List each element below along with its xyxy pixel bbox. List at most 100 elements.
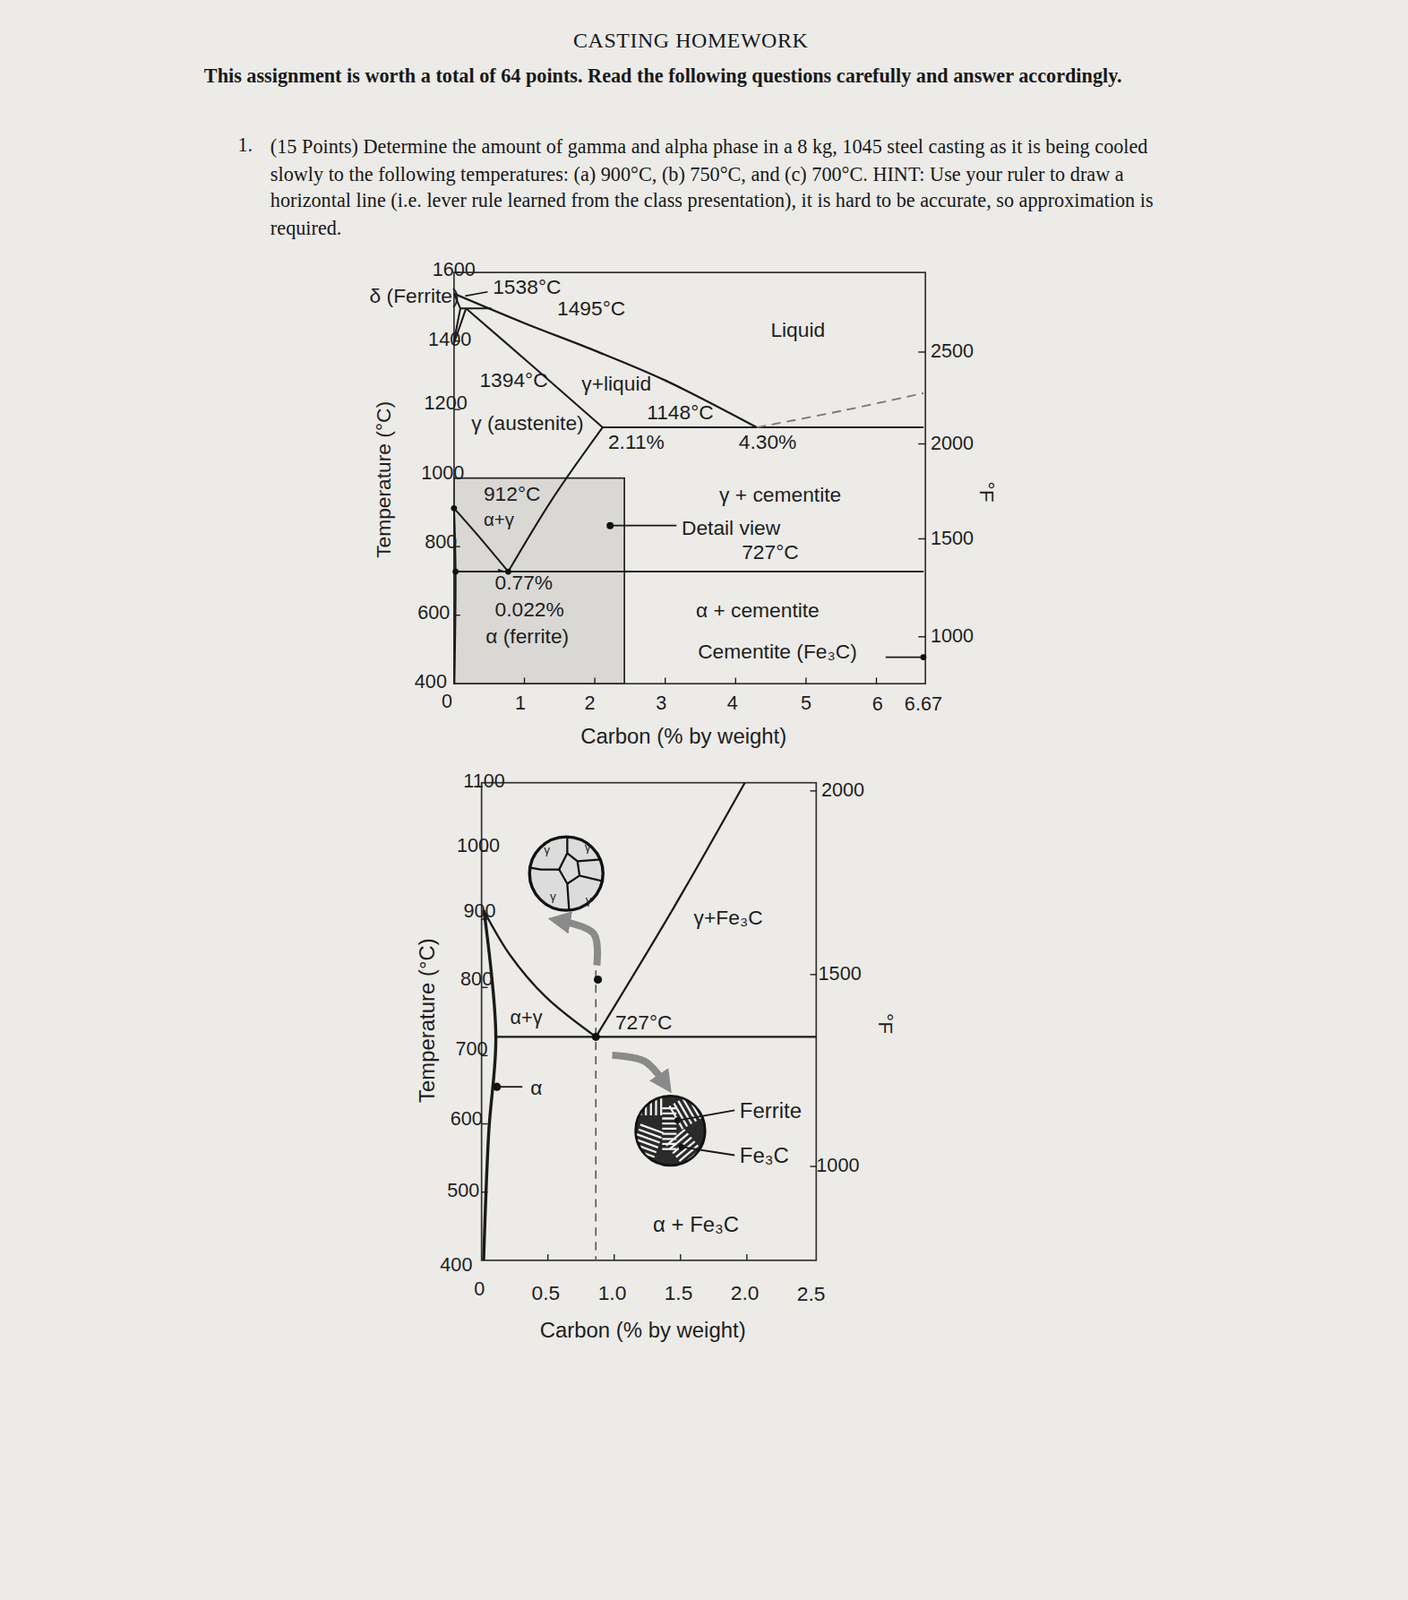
tick xyxy=(805,677,807,684)
tick xyxy=(918,351,926,352)
lamella xyxy=(629,1153,653,1162)
composition-label: 0.022% xyxy=(494,598,564,621)
axis-tick: 1100 xyxy=(463,771,506,793)
lamella xyxy=(661,1127,677,1130)
lamella xyxy=(686,1095,701,1119)
axis-unit: °F xyxy=(975,481,998,503)
axis-title: Temperature (°C) xyxy=(414,937,438,1103)
tick xyxy=(918,635,926,637)
composition-label: 0.77% xyxy=(494,571,553,594)
lamella xyxy=(692,1160,712,1177)
phase-name: Liquid xyxy=(770,317,825,341)
lamella xyxy=(661,1112,677,1115)
plot-frame xyxy=(454,272,926,684)
axis-tick: 2500 xyxy=(930,341,974,363)
axis-tick: 2.0 xyxy=(730,1281,760,1305)
axis-tick: 1000 xyxy=(930,626,974,648)
axis-tick: 3 xyxy=(655,693,667,715)
tick xyxy=(679,1253,681,1261)
tick xyxy=(918,443,926,445)
grain-label: γ xyxy=(543,842,550,857)
lamella xyxy=(691,1092,705,1117)
lamella xyxy=(661,1122,677,1125)
tick xyxy=(809,973,816,975)
question-number: 1. xyxy=(237,133,253,155)
lamella xyxy=(631,1148,655,1157)
lamella xyxy=(686,1152,705,1169)
grain-boundary xyxy=(577,858,605,861)
temperature-label: 1394°C xyxy=(479,368,548,391)
lamella xyxy=(633,1143,657,1152)
lamella xyxy=(661,1148,677,1151)
axis-tick: 2 xyxy=(583,693,595,715)
leader-line xyxy=(677,1109,735,1120)
microstructure-label: Ferrite xyxy=(739,1098,802,1122)
composition-label: 2.11% xyxy=(608,430,665,454)
temperature-label: 912°C xyxy=(483,482,541,506)
axis-tick: 1000 xyxy=(815,1155,859,1177)
axis-tick: 1600 xyxy=(432,259,476,282)
callout-label: Detail view xyxy=(681,515,781,539)
axis-tick: 600 xyxy=(450,1108,483,1131)
axis-title: Temperature (°C) xyxy=(372,401,395,559)
tick xyxy=(593,677,595,684)
tick xyxy=(613,1253,615,1261)
axis-title: Carbon (% by weight) xyxy=(540,1317,747,1341)
axis-tick: 900 xyxy=(463,900,497,922)
axis-tick: 500 xyxy=(446,1179,480,1202)
tick xyxy=(547,1253,549,1261)
axis-tick: 1200 xyxy=(424,393,468,415)
tick xyxy=(875,677,877,684)
phase-name: α + Fe₃C xyxy=(652,1212,739,1237)
lamella xyxy=(639,1088,642,1116)
phase-name: γ+liquid xyxy=(581,372,652,395)
lamella xyxy=(627,1158,652,1167)
lamella xyxy=(635,1088,637,1116)
temperature-label: 1495°C xyxy=(557,296,626,319)
axis-tick: 400 xyxy=(414,671,447,694)
eutectoid-line xyxy=(496,1035,817,1038)
phase-name: γ+Fe₃C xyxy=(694,906,764,929)
microstructure-label: Fe₃C xyxy=(739,1142,790,1167)
leader-line xyxy=(885,656,922,659)
grain-boundary xyxy=(528,834,567,870)
phase-name: α xyxy=(530,1076,542,1099)
point-marker xyxy=(450,505,457,512)
lamella xyxy=(661,1107,677,1109)
axis-tick: 0 xyxy=(441,691,453,713)
tick xyxy=(735,677,737,684)
question-text: (15 Points) Determine the amount of gamm… xyxy=(270,133,1185,242)
lamella xyxy=(624,1088,627,1116)
tick xyxy=(664,677,666,684)
lamella xyxy=(618,1088,621,1116)
solidus xyxy=(465,308,602,428)
temperature-label: 1148°C xyxy=(646,401,714,424)
leader-line xyxy=(681,1146,735,1155)
axis-tick: 0.5 xyxy=(532,1281,561,1305)
temperature-label: 727°C xyxy=(615,1011,673,1034)
grain-boundary xyxy=(558,869,569,914)
temperature-label: 1538°C xyxy=(492,275,561,299)
lamella xyxy=(661,1132,677,1134)
axis-tick: 600 xyxy=(417,602,450,625)
temperature-label: 727°C xyxy=(741,540,799,564)
lamella xyxy=(654,1088,657,1116)
phase-name: α + cementite xyxy=(695,599,820,622)
point-marker xyxy=(592,1032,601,1041)
phase-name: δ (Ferrite) xyxy=(369,284,460,308)
lamella xyxy=(626,1162,650,1171)
leader-line xyxy=(609,524,677,527)
leader-line xyxy=(497,569,505,572)
axis-tick: 1500 xyxy=(818,963,862,986)
composition-label: 4.30% xyxy=(738,430,798,454)
axis-tick: 1.0 xyxy=(598,1281,627,1305)
lamella xyxy=(661,1116,677,1119)
axis-tick: 400 xyxy=(439,1254,473,1277)
lamella xyxy=(660,1088,662,1116)
grain-label: γ xyxy=(585,892,593,907)
axis-tick: 700 xyxy=(455,1038,488,1061)
phase-name: α (ferrite) xyxy=(485,624,569,647)
axis-tick: 1500 xyxy=(930,528,974,550)
lamella xyxy=(695,1090,710,1114)
